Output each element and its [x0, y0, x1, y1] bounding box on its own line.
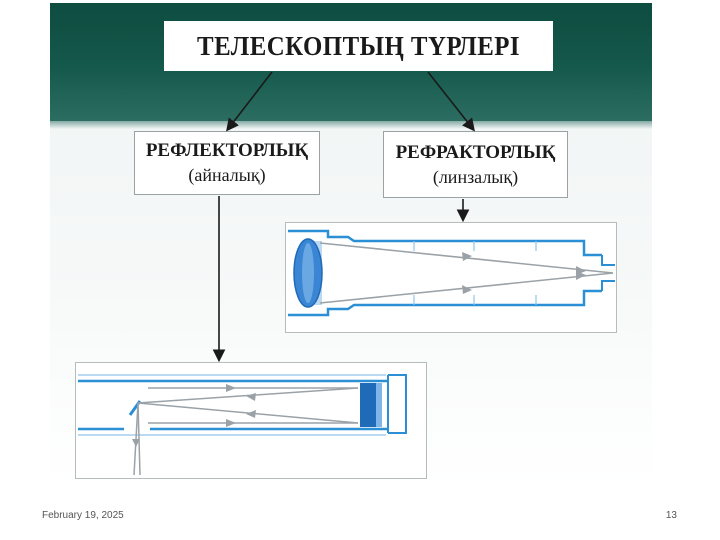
- reflector-kind: (айналық): [188, 165, 266, 185]
- refractor-box: РЕФРАКТОРЛЫҚ (линзалық): [383, 131, 568, 198]
- reflector-drawing: [78, 374, 407, 476]
- ray-arrow-icon: [246, 393, 256, 401]
- reflected-ray-bottom: [137, 402, 359, 424]
- reflector-name: РЕФЛЕКТОРЛЫҚ: [145, 140, 309, 161]
- refractor-kind: (линзалық): [432, 166, 519, 187]
- reflector-scheme: [75, 362, 427, 479]
- ray-arrow-icon: [132, 439, 140, 447]
- ray-arrow-icon: [226, 419, 236, 427]
- refractor-name: РЕФРАКТОРЛЫҚ: [395, 141, 556, 163]
- ray-arrow-icon: [462, 285, 472, 294]
- refractor-scheme: [285, 222, 617, 333]
- diagram-title-box: ТЕЛЕСКОПТЫҢ ТҮРЛЕРІ: [164, 21, 553, 71]
- arrow-to-refractor-icon: [427, 71, 475, 132]
- connector-arrows: [212, 71, 475, 363]
- arrow-to-reflector-icon: [226, 71, 273, 132]
- refractor-drawing: [288, 229, 615, 317]
- reflector-back-cap: [387, 374, 407, 434]
- ray-arrow-icon: [462, 252, 472, 261]
- refractor-eyepiece: [601, 255, 615, 291]
- diagram-title: ТЕЛЕСКОПТЫҢ ТҮРЛЕРІ: [197, 30, 520, 61]
- slide-number: 13: [665, 510, 677, 521]
- ray-arrow-icon: [576, 271, 586, 280]
- slide-image: ТЕЛЕСКОПТЫҢ ТҮРЛЕРІ РЕФЛЕКТОРЛЫҚ (айналы…: [50, 3, 652, 485]
- ray-arrow-icon: [246, 410, 256, 418]
- ray-arrow-icon: [226, 384, 236, 392]
- slide-date: February 19, 2025: [42, 510, 124, 521]
- refractor-tube-top: [288, 229, 602, 257]
- refractor-tube-bottom: [288, 289, 602, 317]
- primary-mirror-icon: [360, 383, 376, 427]
